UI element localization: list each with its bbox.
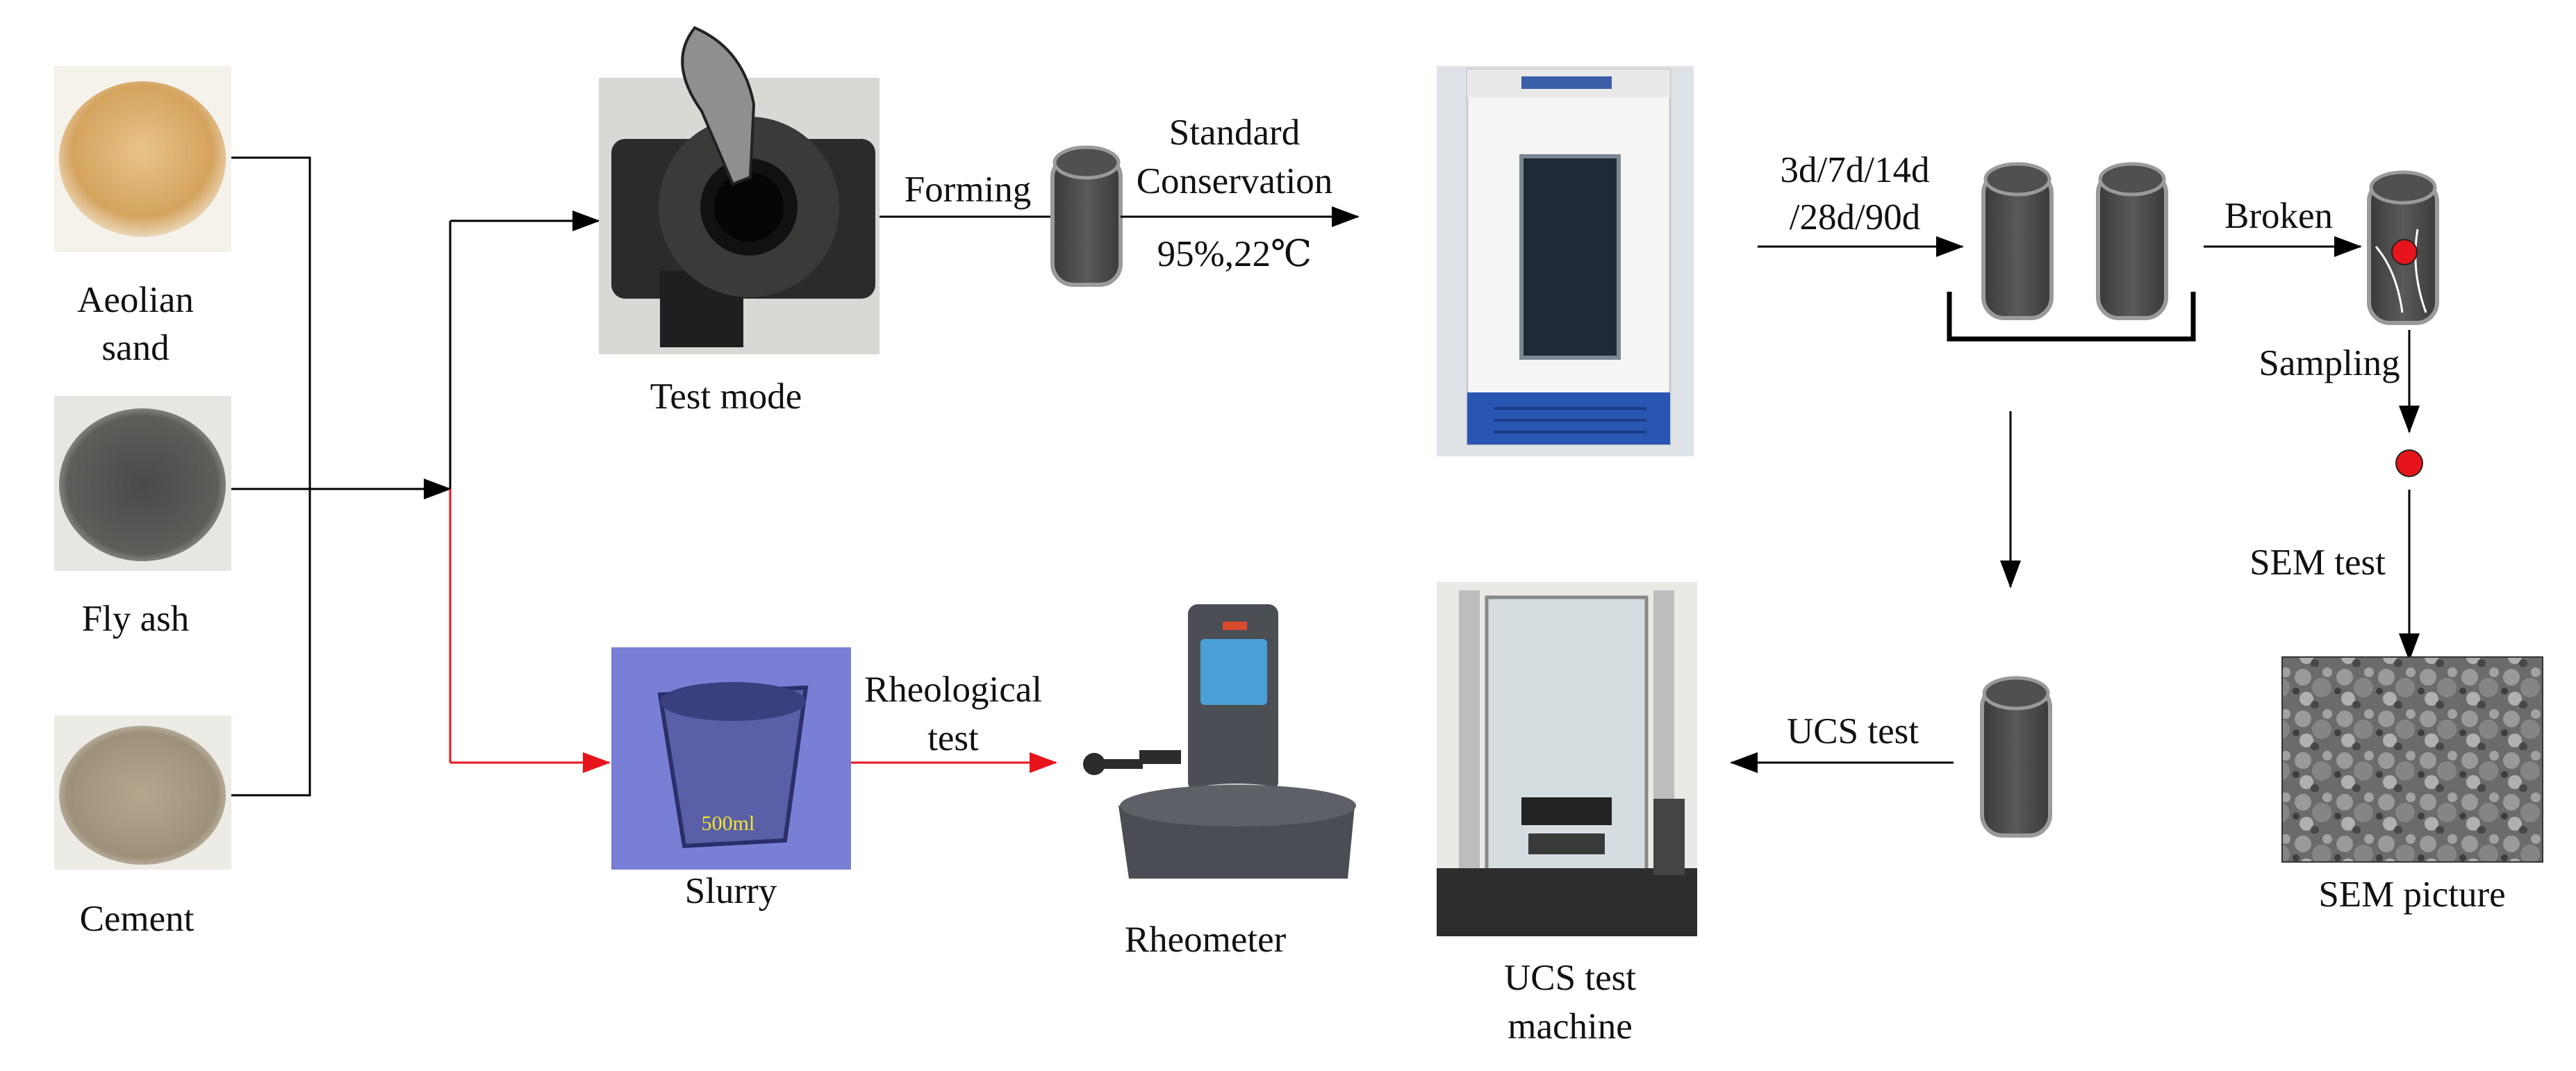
test-mode-label: Test mode: [650, 376, 802, 417]
standard-label-2: Conservation: [1137, 161, 1333, 201]
beaker-volume-label: 500ml: [702, 812, 755, 835]
rheological-label-2: test: [927, 718, 979, 758]
rheological-label-1: Rheological: [864, 670, 1042, 710]
sample-dot: [2395, 449, 2423, 477]
rheometer-photo: [1083, 604, 1356, 879]
specimen-cylinder-1: [1050, 145, 1123, 287]
slurry-label: Slurry: [685, 871, 777, 911]
standard-label-1: Standard: [1169, 113, 1300, 153]
aeolian-sand-photo: [54, 66, 231, 252]
material-collector: [231, 156, 600, 797]
forming-label: Forming: [905, 169, 1032, 210]
ages-label-1: 3d/7d/14d: [1781, 150, 1930, 190]
broken-label: Broken: [2224, 196, 2333, 236]
sem-picture: [2281, 656, 2543, 863]
specimen-tray: [1947, 292, 2196, 342]
rheometer-label: Rheometer: [1125, 920, 1287, 960]
broken-specimen: [2367, 170, 2439, 325]
test-mode-photo: [599, 26, 880, 354]
ages-label-2: /28d/90d: [1790, 197, 1920, 238]
sampling-label: Sampling: [2259, 343, 2400, 383]
ucs-machine-label-2: machine: [1508, 1006, 1633, 1047]
ucs-test-label: UCS test: [1787, 711, 1919, 752]
ucs-machine-label-1: UCS test: [1504, 958, 1636, 998]
ucs-specimen: [1980, 676, 2052, 838]
fly-ash-photo: [54, 396, 231, 571]
sem-picture-label: SEM picture: [2318, 874, 2505, 915]
sem-test-label: SEM test: [2249, 542, 2386, 583]
ucs-machine-photo: [1437, 582, 1697, 936]
specimen-cylinder-2: [1981, 162, 2054, 320]
aeolian-sand-label-1: Aeolian: [77, 280, 194, 320]
specimen-cylinder-3: [2096, 162, 2168, 320]
curing-chamber-photo: [1437, 66, 1694, 456]
slurry-path: [449, 489, 611, 773]
slurry-photo: [611, 647, 851, 870]
cement-label: Cement: [80, 899, 195, 939]
aeolian-sand-label-2: sand: [101, 328, 169, 368]
fly-ash-label: Fly ash: [82, 599, 190, 639]
curing-condition-label: 95%,22℃: [1157, 234, 1312, 274]
cement-photo: [54, 715, 231, 870]
